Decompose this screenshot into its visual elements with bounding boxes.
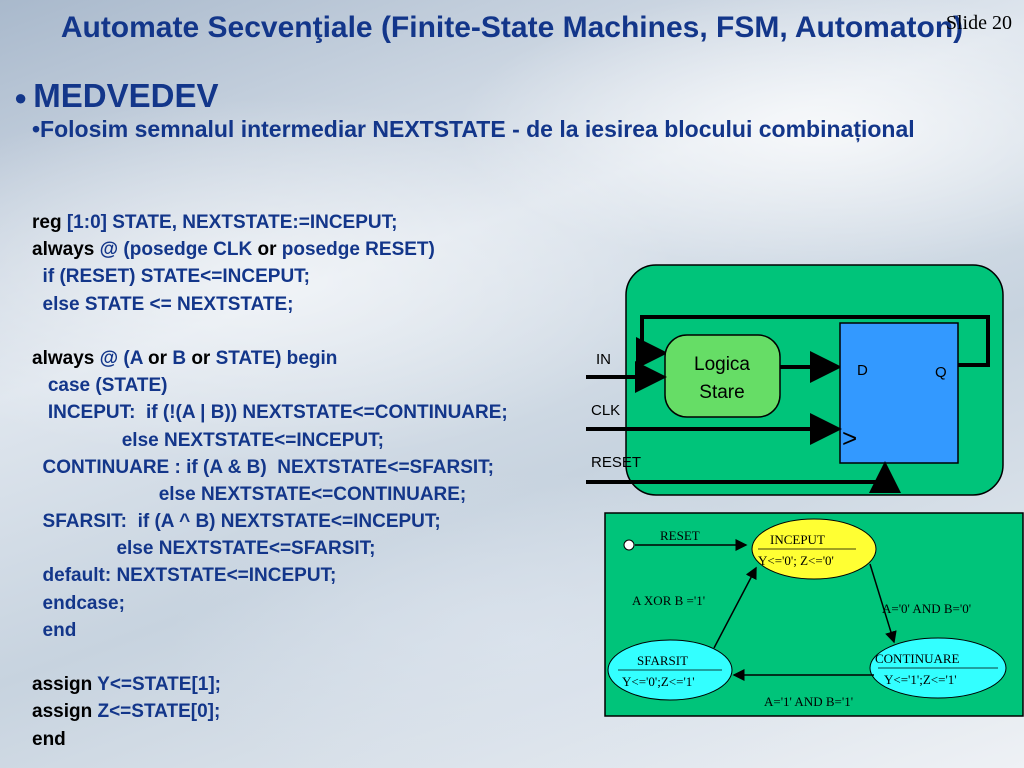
transition-sfarsit-inceput	[713, 566, 757, 649]
code-line: end	[32, 617, 508, 644]
transition-sfarsit-inceput-label: A XOR B ='1'	[632, 593, 705, 608]
bullet-medvedev-text: MEDVEDEV	[33, 77, 219, 114]
slide-title: Automate Secvenţiale (Finite-State Machi…	[60, 11, 964, 44]
reset-wire	[586, 461, 901, 493]
logic-label-1: Logica	[694, 354, 750, 375]
state-inceput-name: INCEPUT	[770, 532, 825, 547]
state-continuare-name: CONTINUARE	[875, 651, 960, 666]
code-line: reg [1:0] STATE, NEXTSTATE:=INCEPUT;	[32, 209, 508, 236]
code-token: Z<=STATE[0];	[97, 701, 221, 723]
code-line: end	[32, 726, 508, 753]
code-token: @ (posedge CLK	[99, 239, 258, 261]
fsm-diagram: RESET INCEPUT Y<='0'; Z<='0' CONTINUARE …	[604, 512, 1024, 717]
circuit-diagram: Logica Stare D Q > IN CLK RESET	[586, 264, 1004, 496]
reset-label: RESET	[591, 454, 641, 471]
state-sfarsit-output: Y<='0';Z<='1'	[622, 674, 695, 689]
code-token: CONTINUARE : if (A & B) NEXTSTATE<=SFARS…	[32, 456, 494, 478]
logic-label-2: Stare	[699, 382, 744, 403]
code-token: else NEXTSTATE<=SFARSIT;	[32, 538, 376, 560]
ff-q-label: Q	[935, 364, 947, 381]
code-line: else NEXTSTATE<=SFARSIT;	[32, 535, 508, 562]
code-token: [1:0] STATE, NEXTSTATE:=INCEPUT;	[66, 212, 398, 233]
code-token: always	[32, 239, 100, 261]
code-line: else STATE <= NEXTSTATE;	[32, 291, 508, 318]
code-token: else NEXTSTATE<=INCEPUT;	[32, 429, 384, 451]
code-token: or	[191, 347, 216, 369]
code-line: else NEXTSTATE<=INCEPUT;	[32, 427, 508, 454]
slide-number: Slide 20	[945, 12, 1012, 34]
code-token: INCEPUT: if (!(A | B)) NEXTSTATE<=CONTIN…	[32, 402, 508, 424]
in-label: IN	[596, 351, 611, 368]
fsm-reset-label: RESET	[660, 528, 700, 543]
ff-d-label: D	[857, 362, 868, 379]
transition-inceput-continuare-label: A='0' AND B='0'	[882, 601, 971, 616]
code-line: else NEXTSTATE<=CONTINUARE;	[32, 481, 508, 508]
code-line: SFARSIT: if (A ^ B) NEXTSTATE<=INCEPUT;	[32, 508, 508, 535]
code-line: always @ (A or B or STATE) begin	[32, 345, 508, 372]
state-inceput-output: Y<='0'; Z<='0'	[758, 553, 834, 568]
code-token: else STATE <= NEXTSTATE;	[32, 293, 294, 315]
code-token: or	[148, 347, 173, 369]
code-token: always	[32, 347, 100, 369]
code-token: case (STATE)	[32, 375, 168, 397]
code-line	[32, 644, 508, 671]
code-token: or	[257, 239, 282, 261]
bullet-nextstate: •Folosim semnalul intermediar NEXTSTATE …	[32, 116, 915, 142]
code-token: SFARSIT: if (A ^ B) NEXTSTATE<=INCEPUT;	[32, 511, 441, 533]
clk-label: CLK	[591, 402, 620, 419]
code-token: if (RESET) STATE<=INCEPUT;	[32, 266, 310, 288]
code-line: INCEPUT: if (!(A | B)) NEXTSTATE<=CONTIN…	[32, 399, 508, 426]
code-line: if (RESET) STATE<=INCEPUT;	[32, 263, 508, 290]
code-line: assign Z<=STATE[0];	[32, 698, 508, 725]
code-token: endcase;	[32, 592, 125, 614]
verilog-code-block: reg [1:0] STATE, NEXTSTATE:=INCEPUT;alwa…	[32, 209, 508, 753]
code-line: default: NEXTSTATE<=INCEPUT;	[32, 562, 508, 589]
code-token: posedge RESET)	[281, 239, 435, 261]
code-token: @ (A	[99, 347, 149, 369]
flip-flop	[839, 322, 959, 464]
code-token: default: NEXTSTATE<=INCEPUT;	[32, 565, 337, 587]
code-line: case (STATE)	[32, 372, 508, 399]
code-line: assign Y<=STATE[1];	[32, 671, 508, 698]
feedback-wire	[636, 315, 990, 369]
code-token: B	[172, 347, 192, 369]
bullet-dot-icon: ●	[14, 85, 28, 111]
ff-clk-mark: >	[842, 423, 857, 453]
code-line	[32, 318, 508, 345]
code-token: end	[32, 728, 66, 750]
transition-continuare-sfarsit-label: A='1' AND B='1'	[764, 694, 853, 709]
code-token: reg	[32, 212, 67, 233]
code-line: always @ (posedge CLK or posedge RESET)	[32, 236, 508, 263]
code-line: CONTINUARE : if (A & B) NEXTSTATE<=SFARS…	[32, 454, 508, 481]
state-continuare-output: Y<='1';Z<='1'	[884, 672, 957, 687]
code-token: else NEXTSTATE<=CONTINUARE;	[32, 483, 467, 505]
code-token: Y<=STATE[1];	[97, 674, 222, 696]
transition-inceput-continuare	[869, 563, 897, 644]
code-token: assign	[32, 674, 98, 696]
code-line: endcase;	[32, 590, 508, 617]
code-token: STATE) begin	[215, 347, 338, 369]
state-sfarsit-name: SFARSIT	[637, 653, 688, 668]
code-token: end	[32, 619, 77, 641]
reset-start-dot	[623, 539, 635, 551]
logic-block	[664, 334, 781, 418]
code-token: assign	[32, 701, 98, 723]
bullet-medvedev: ●MEDVEDEV	[14, 78, 219, 116]
